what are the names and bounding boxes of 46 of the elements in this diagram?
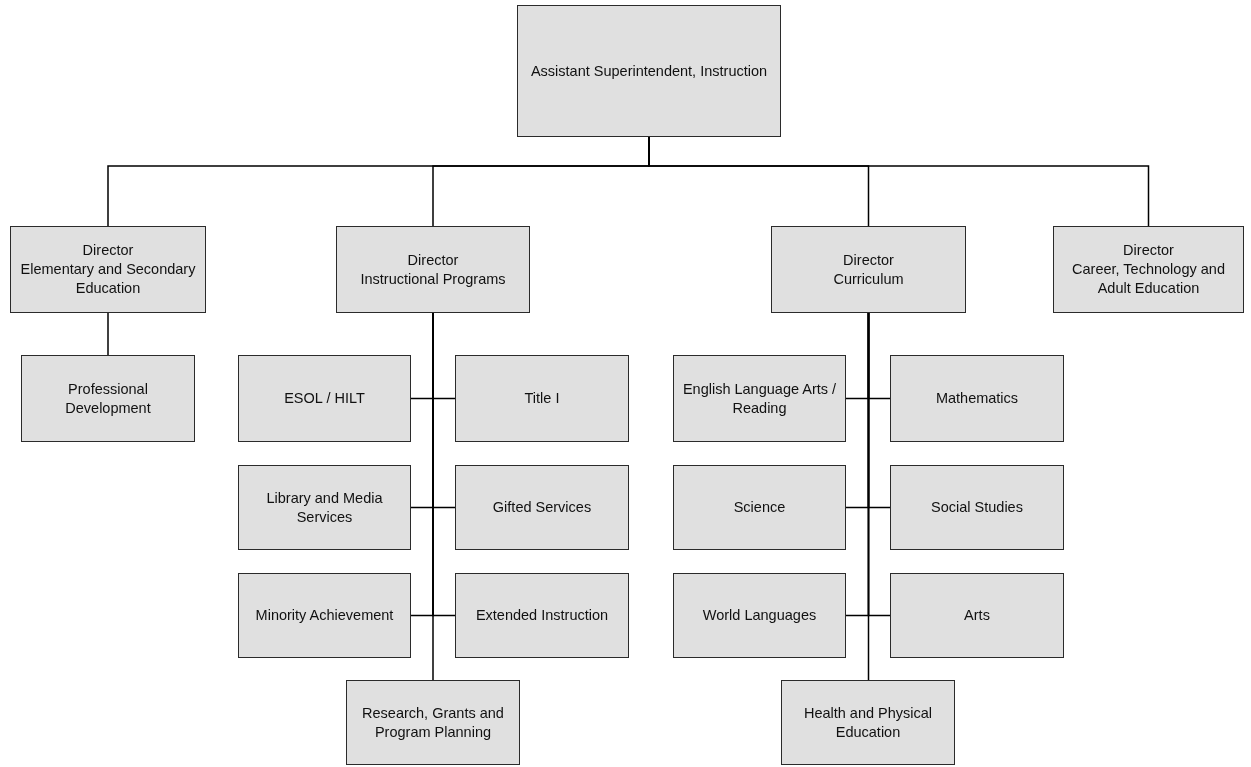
unit-name: World Languages <box>702 606 817 625</box>
connector-line <box>867 312 870 681</box>
org-box <box>455 355 629 442</box>
unit-name: ESOL / HILT <box>284 389 365 408</box>
unit-name: Minority Achievement <box>255 606 394 625</box>
position-title: Director <box>1123 241 1174 261</box>
unit-name: Social Studies <box>931 498 1023 517</box>
unit-name: Gifted Services <box>492 498 592 517</box>
org-box <box>455 465 629 550</box>
org-box <box>890 465 1064 550</box>
unit-name: Elementary and Secondary Education <box>19 260 197 298</box>
unit-name: Health and Physical Education <box>802 703 934 742</box>
unit-name: Library and Media Services <box>265 488 384 527</box>
org-box <box>455 573 629 658</box>
org-box <box>517 5 781 137</box>
org-box <box>21 355 195 442</box>
org-box <box>238 573 411 658</box>
unit-name: Extended Instruction <box>475 606 609 625</box>
unit-name: Title I <box>524 389 560 408</box>
org-box <box>336 226 530 313</box>
org-box <box>673 573 846 658</box>
unit-name: Instructional Programs <box>360 269 506 289</box>
org-box <box>346 680 520 765</box>
org-box <box>10 226 206 313</box>
org-box <box>673 465 846 550</box>
unit-name: English Language Arts / Reading <box>681 379 838 418</box>
unit-name: Research, Grants and Program Planning <box>361 703 505 742</box>
unit-name: Science <box>733 498 786 517</box>
position-title: Director <box>82 241 134 261</box>
unit-name: Curriculum <box>833 269 904 289</box>
unit-name: Professional Development <box>64 379 152 418</box>
org-box <box>238 465 411 550</box>
unit-name: Arts <box>964 606 990 625</box>
org-box <box>890 573 1064 658</box>
unit-name: Career, Technology and Adult Education <box>1071 260 1226 298</box>
org-box <box>771 226 966 313</box>
position-title: Director <box>407 250 459 270</box>
unit-name: Mathematics <box>935 389 1019 408</box>
connector-line <box>107 312 109 356</box>
org-box <box>673 355 846 442</box>
org-box <box>890 355 1064 442</box>
position-title: Director <box>843 250 894 270</box>
org-box <box>238 355 411 442</box>
unit-name: Assistant Superintendent, Instruction <box>530 61 768 81</box>
org-box <box>781 680 955 765</box>
org-box <box>1053 226 1244 313</box>
